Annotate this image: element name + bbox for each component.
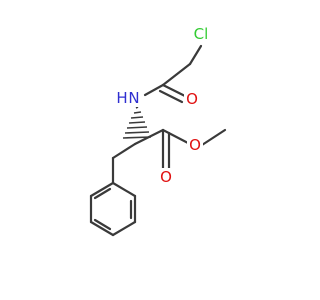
atom-labels: Cl H N O O O <box>113 24 213 186</box>
bond-cl-ch2 <box>188 44 203 66</box>
chlorine-label: Cl <box>194 25 209 43</box>
bond-alpha-ester-carbon <box>133 128 165 146</box>
bond-o-methyl <box>200 128 227 147</box>
ester-carbonyl-oxygen: O <box>158 168 174 186</box>
bond-ester-carbon-o <box>161 128 190 145</box>
bonds <box>89 44 227 237</box>
bond-ch2-amide-carbon <box>161 62 192 87</box>
amide-oxygen-label: O <box>186 90 198 108</box>
ester-oxygen-label: O <box>189 136 201 154</box>
molecule-structure: Cl H N O O O <box>89 24 227 237</box>
chlorine-atom: Cl <box>189 24 213 44</box>
bond-amide-carbon-n <box>143 83 165 97</box>
bond-n-alpha-hashed <box>122 106 152 139</box>
amide-oxygen: O <box>184 90 200 108</box>
nitrogen-label: N <box>128 89 139 107</box>
ester-carbonyl-oxygen-label: O <box>160 168 172 186</box>
bond-amide-co-double-1 <box>161 83 187 98</box>
benzene-ring <box>89 181 137 237</box>
ester-oxygen: O <box>187 136 203 154</box>
nitrogen-h-label: H <box>116 89 127 107</box>
bond-alpha-benzyl <box>111 142 137 160</box>
bond-amide-co-double-2 <box>158 89 184 104</box>
amide-nitrogen: H N <box>113 89 141 107</box>
